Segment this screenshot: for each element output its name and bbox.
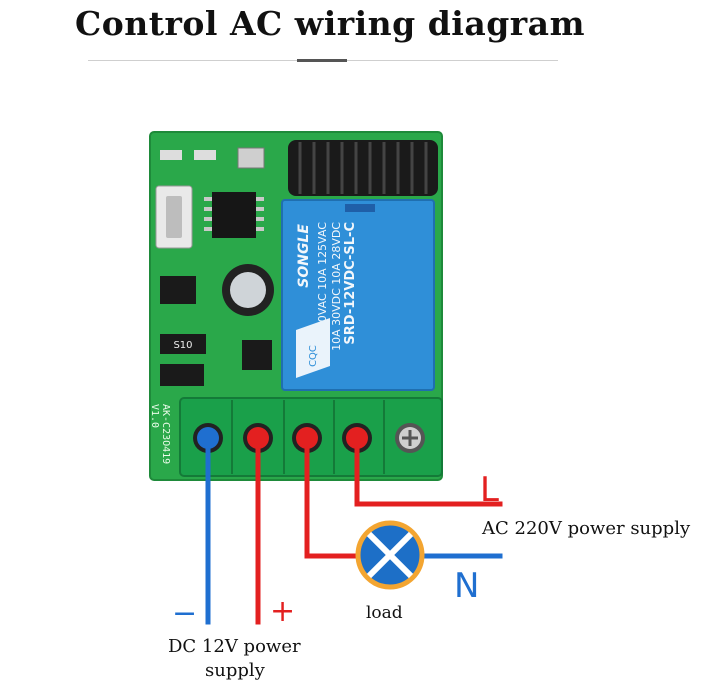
board-model-label: AK-C23O419 xyxy=(160,404,171,464)
wires xyxy=(205,445,503,625)
load-label: load xyxy=(366,603,403,623)
terminal-block xyxy=(179,397,443,477)
button-cap xyxy=(166,196,182,238)
smd-label: S10 xyxy=(173,340,192,351)
page-title: Control AC wiring diagram xyxy=(75,4,585,43)
smd-component xyxy=(194,150,216,160)
dc-supply-label-line1: DC 12V power xyxy=(168,636,301,657)
ac-supply-label: AC 220V power supply xyxy=(482,518,691,539)
smd-component xyxy=(160,364,204,386)
regulator xyxy=(160,276,196,304)
wire-live xyxy=(354,445,503,507)
antenna-coil xyxy=(288,140,438,196)
load-lamp-icon xyxy=(355,520,425,590)
smd-component xyxy=(160,150,182,160)
relay-brand: SONGLE xyxy=(296,224,312,288)
neutral-label: N xyxy=(454,566,480,606)
wire-com-to-load xyxy=(304,445,363,559)
ic-chip xyxy=(212,192,256,238)
cert-mark: CQC xyxy=(308,345,319,367)
relay-module-board: S10 SRD-12VDC-SL-C 10A 30VDC 10A 28VDC 1… xyxy=(149,131,443,481)
relay-model: SRD-12VDC-SL-C xyxy=(343,222,358,345)
board-version-label: V1.0 xyxy=(149,404,160,428)
crystal xyxy=(237,147,265,169)
transistor xyxy=(242,340,272,370)
title-divider-accent xyxy=(297,59,347,62)
dc-positive-label: + xyxy=(270,594,296,629)
dc-negative-label: − xyxy=(172,596,198,631)
smd-diode xyxy=(160,334,206,354)
relay: SRD-12VDC-SL-C 10A 30VDC 10A 28VDC 10A 2… xyxy=(281,199,435,391)
brand-logo xyxy=(296,318,330,378)
live-label: L xyxy=(480,470,499,510)
relay-rating-2: 10A 30VDC 10A 28VDC xyxy=(330,222,343,351)
dc-supply-label-line2: supply xyxy=(205,660,265,681)
